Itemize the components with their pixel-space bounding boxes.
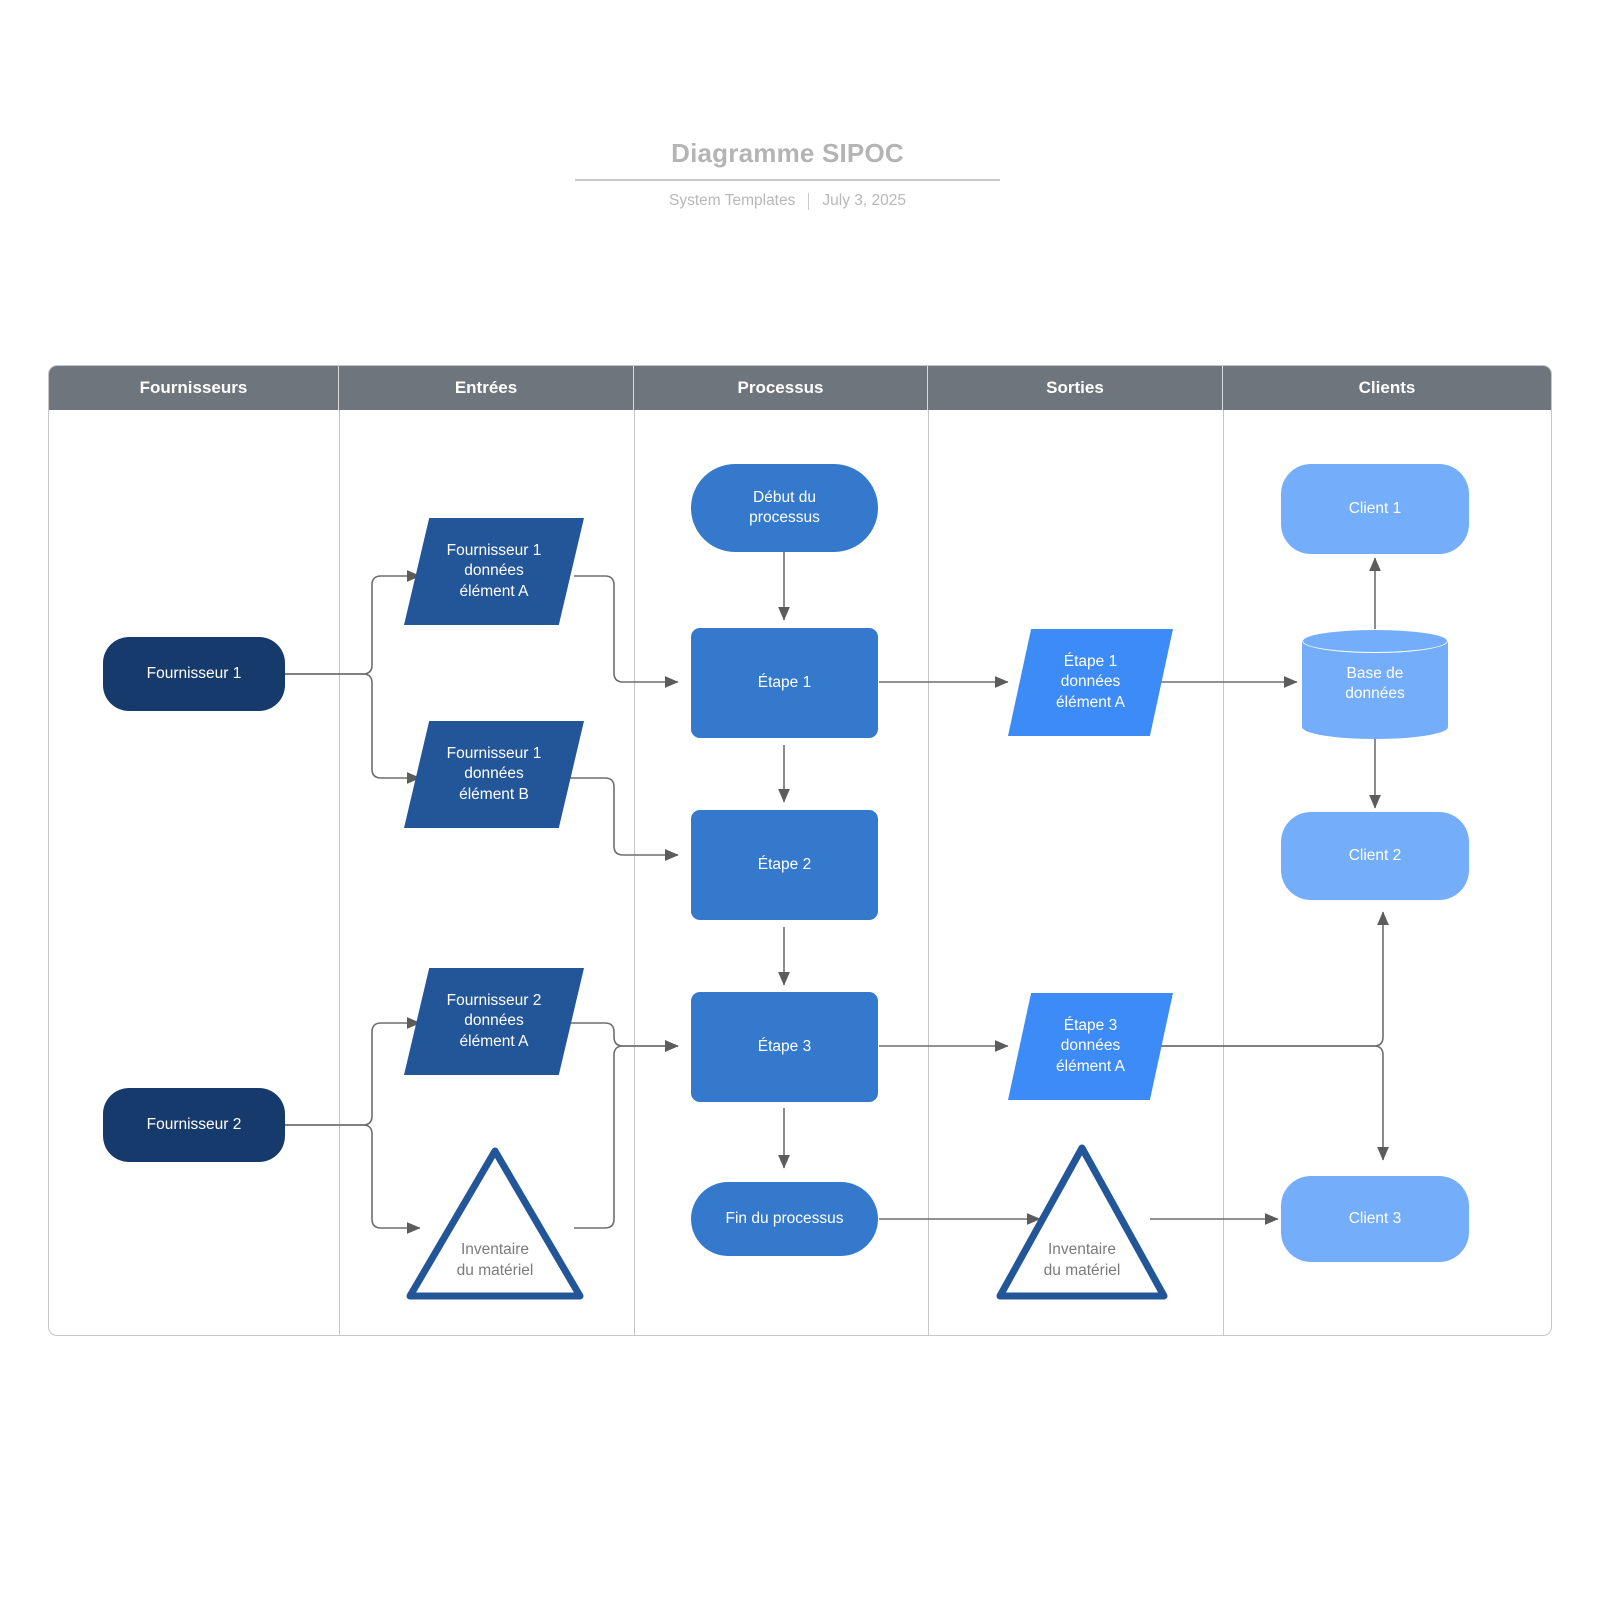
node-label-line-2: données <box>1345 685 1405 702</box>
node-process-step-3[interactable]: Étape 3 <box>691 992 878 1102</box>
node-supplier-1[interactable]: Fournisseur 1 <box>103 637 285 711</box>
node-input-supplier1-data-b[interactable]: Fournisseur 1 données élément B <box>404 721 584 828</box>
database-top-ellipse <box>1302 629 1448 653</box>
node-label-line-3: élément A <box>1056 693 1125 711</box>
node-label: Client 3 <box>1348 1209 1402 1227</box>
node-label-line-2: du matériel <box>1043 1261 1121 1279</box>
column-header-row: Fournisseurs Entrées Processus Sorties C… <box>49 366 1551 410</box>
node-label-line-1: Inventaire <box>1047 1241 1117 1259</box>
node-label-line-2: données <box>464 562 524 580</box>
lane-separator-4 <box>1223 410 1224 1336</box>
node-label: Fin du processus <box>725 1209 844 1227</box>
node-label-line-1: Début du <box>753 488 816 506</box>
title-block: Diagramme SIPOC System Templates July 3,… <box>575 138 1000 210</box>
lane-separator-2 <box>634 410 635 1336</box>
node-supplier-2[interactable]: Fournisseur 2 <box>103 1088 285 1162</box>
node-label-line-2: données <box>464 765 524 783</box>
page-subtitle: System Templates July 3, 2025 <box>575 192 1000 210</box>
node-label-line-3: élément B <box>459 785 529 803</box>
subtitle-divider <box>808 192 810 210</box>
node-database[interactable]: Base de données <box>1302 629 1448 739</box>
node-client-3[interactable]: Client 3 <box>1281 1176 1469 1262</box>
node-label-line-1: Fournisseur 2 <box>446 991 542 1009</box>
node-output-step1-data-a[interactable]: Étape 1 données élément A <box>1008 629 1173 736</box>
node-label-line-2: processus <box>749 509 820 526</box>
node-label-line-3: élément A <box>1056 1057 1125 1075</box>
node-client-1[interactable]: Client 1 <box>1281 464 1469 554</box>
node-label: Étape 3 <box>757 1037 812 1055</box>
node-label-line-1: Base de <box>1346 664 1404 682</box>
node-label-line-3: élément A <box>459 1032 529 1050</box>
node-label: Inventaire du matériel <box>994 1240 1170 1281</box>
node-label: Étape 2 <box>757 855 812 873</box>
node-label: Inventaire du matériel <box>404 1240 586 1281</box>
database-body <box>1302 641 1448 727</box>
subtitle-date: July 3, 2025 <box>822 192 906 210</box>
node-process-step-1[interactable]: Étape 1 <box>691 628 878 738</box>
column-header-entrees[interactable]: Entrées <box>339 366 634 410</box>
database-bottom-ellipse <box>1302 715 1448 739</box>
node-client-2[interactable]: Client 2 <box>1281 812 1469 900</box>
node-label: Fournisseur 1 <box>146 664 242 682</box>
node-process-end[interactable]: Fin du processus <box>691 1182 878 1256</box>
node-label-line-3: élément A <box>459 582 529 600</box>
column-header-processus[interactable]: Processus <box>634 366 928 410</box>
node-label-line-1: Étape 3 <box>1063 1016 1118 1034</box>
node-label: Base de données <box>1302 664 1448 705</box>
subtitle-author: System Templates <box>669 192 796 210</box>
node-label: Client 2 <box>1348 846 1402 864</box>
column-header-fournisseurs[interactable]: Fournisseurs <box>49 366 339 410</box>
column-header-sorties[interactable]: Sorties <box>928 366 1223 410</box>
node-label-line-2: données <box>1060 673 1121 691</box>
lane-separator-1 <box>339 410 340 1336</box>
node-label-line-1: Fournisseur 1 <box>446 541 542 559</box>
node-label: Client 1 <box>1348 499 1402 517</box>
node-label-line-2: du matériel <box>456 1261 534 1279</box>
node-output-inventory-triangle[interactable]: Inventaire du matériel <box>994 1140 1170 1303</box>
node-label-line-1: Étape 1 <box>1063 652 1118 670</box>
node-input-inventory-triangle[interactable]: Inventaire du matériel <box>404 1143 586 1303</box>
node-label-line-1: Inventaire <box>460 1241 530 1259</box>
node-process-step-2[interactable]: Étape 2 <box>691 810 878 920</box>
node-output-step3-data-a[interactable]: Étape 3 données élément A <box>1008 993 1173 1100</box>
node-input-supplier2-data-a[interactable]: Fournisseur 2 données élément A <box>404 968 584 1075</box>
node-input-supplier1-data-a[interactable]: Fournisseur 1 données élément A <box>404 518 584 625</box>
lane-separator-3 <box>928 410 929 1336</box>
node-label-line-1: Fournisseur 1 <box>446 744 542 762</box>
node-process-start[interactable]: Début du processus <box>691 464 878 552</box>
node-label-line-2: données <box>464 1012 524 1030</box>
node-label: Étape 1 <box>757 673 812 691</box>
node-label: Fournisseur 2 <box>146 1115 242 1133</box>
page-title: Diagramme SIPOC <box>575 138 1000 182</box>
node-label-line-2: données <box>1060 1037 1121 1055</box>
column-header-clients[interactable]: Clients <box>1223 366 1551 410</box>
